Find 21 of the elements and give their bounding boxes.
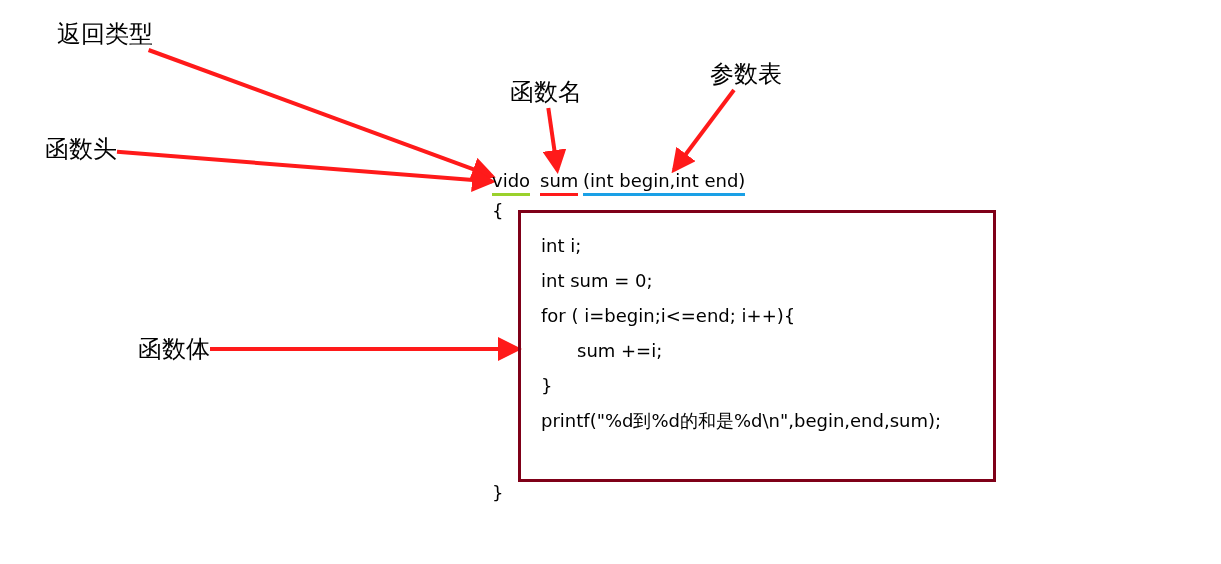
leader-arrow [542, 107, 567, 174]
parameter-list-token: (int begin,int end) [583, 170, 746, 196]
leader-arrow [147, 48, 496, 181]
code-line: sum +=i; [577, 340, 663, 362]
leader-arrow [671, 88, 736, 174]
leader-arrow [116, 149, 496, 192]
annotation-label: 返回类型 [57, 18, 153, 50]
code-line: int sum = 0; [541, 270, 653, 292]
code-line: } [541, 375, 553, 397]
annotation-label: 函数体 [138, 333, 210, 365]
code-brace: { [492, 200, 504, 222]
function-name-token: sum [540, 170, 579, 196]
code-line: printf("%d到%d的和是%d\n",begin,end,sum); [541, 410, 942, 432]
annotation-label: 函数名 [510, 76, 582, 108]
code-line: int i; [541, 235, 582, 257]
annotation-label: 函数头 [45, 133, 117, 165]
code-brace: } [492, 482, 504, 504]
function-body-frame [518, 210, 996, 482]
return-type-token: vido [492, 170, 531, 196]
annotation-label: 参数表 [710, 58, 782, 90]
code-line: for ( i=begin;i<=end; i++){ [541, 305, 796, 327]
